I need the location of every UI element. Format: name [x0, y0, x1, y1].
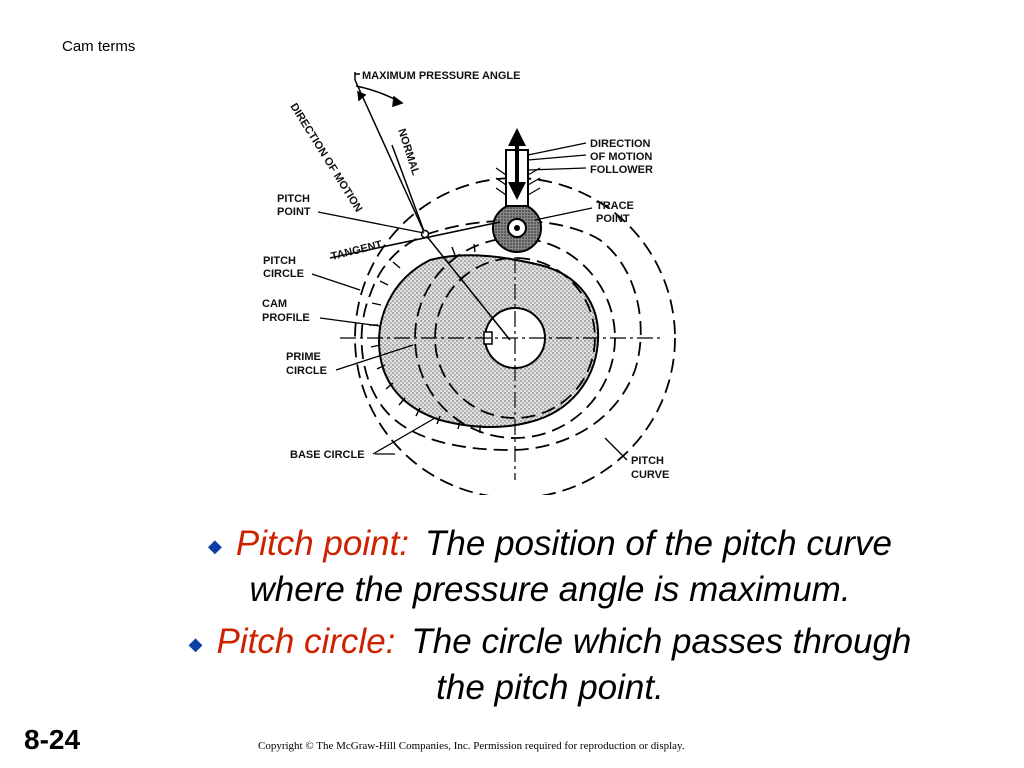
bullet-pitch-circle: ◆ Pitch circle: The circle which passes th… [120, 620, 980, 710]
pitch-point-geometry [329, 72, 511, 341]
center-lines [340, 230, 660, 480]
label-follower-direction-1: DIRECTION [590, 138, 651, 150]
pitch-circle [354, 177, 676, 495]
definition-list: ◆ Pitch point: The position of the pitch c… [120, 522, 980, 718]
label-pitch-point-2: POINT [277, 206, 311, 218]
label-base-circle: BASE CIRCLE [290, 449, 365, 461]
copyright-notice: Copyright © The McGraw-Hill Companies, I… [258, 740, 685, 752]
bullet-pitch-point: ◆ Pitch point: The position of the pitch c… [120, 522, 980, 612]
label-pitch-curve-2: CURVE [631, 469, 669, 481]
leader-lines [311, 142, 628, 461]
diamond-bullet-icon: ◆ [208, 535, 222, 556]
label-pitch-point-1: PITCH [277, 193, 310, 205]
label-trace-point-2: POINT [596, 213, 630, 225]
slide-number: 8-24 [24, 724, 81, 755]
label-follower-direction-3: FOLLOWER [590, 164, 653, 176]
term-pitch-point: Pitch point: [235, 524, 410, 563]
label-tangent: TANGENT [330, 239, 384, 263]
diamond-bullet-icon: ◆ [188, 633, 203, 654]
label-follower-direction-2: OF MOTION [590, 151, 652, 163]
slide-title: Cam terms [62, 38, 136, 55]
pitch-point-marker [420, 229, 430, 239]
cam-terms-diagram: MAXIMUM PRESSURE ANGLE DIRECTION OF MOTI… [262, 70, 676, 495]
label-pitch-curve-1: PITCH [631, 455, 664, 467]
label-trace-point-1: TRACE [596, 200, 634, 212]
term-pitch-circle: Pitch circle: [216, 621, 396, 661]
definition-pitch-circle-line2: the pitch point. [436, 667, 664, 707]
label-cam-profile-1: CAM [262, 298, 287, 310]
label-cam-profile-2: PROFILE [262, 312, 310, 324]
label-prime-circle-2: CIRCLE [286, 365, 327, 377]
label-normal: NORMAL [395, 127, 421, 177]
label-pitch-circle-2: CIRCLE [263, 268, 304, 280]
definition-pitch-point-line2: where the pressure angle is maximum. [249, 569, 851, 609]
definition-pitch-point-line1: The position of the pitch curve [425, 524, 892, 563]
label-max-pressure-angle: MAXIMUM PRESSURE ANGLE [362, 70, 521, 82]
definition-pitch-circle-line1: The circle which passes through [411, 621, 912, 661]
follower-motion-arrow-icon [508, 128, 526, 200]
label-pitch-circle-1: PITCH [263, 255, 296, 267]
label-prime-circle-1: PRIME [286, 351, 321, 363]
pitch-curve [360, 219, 642, 451]
